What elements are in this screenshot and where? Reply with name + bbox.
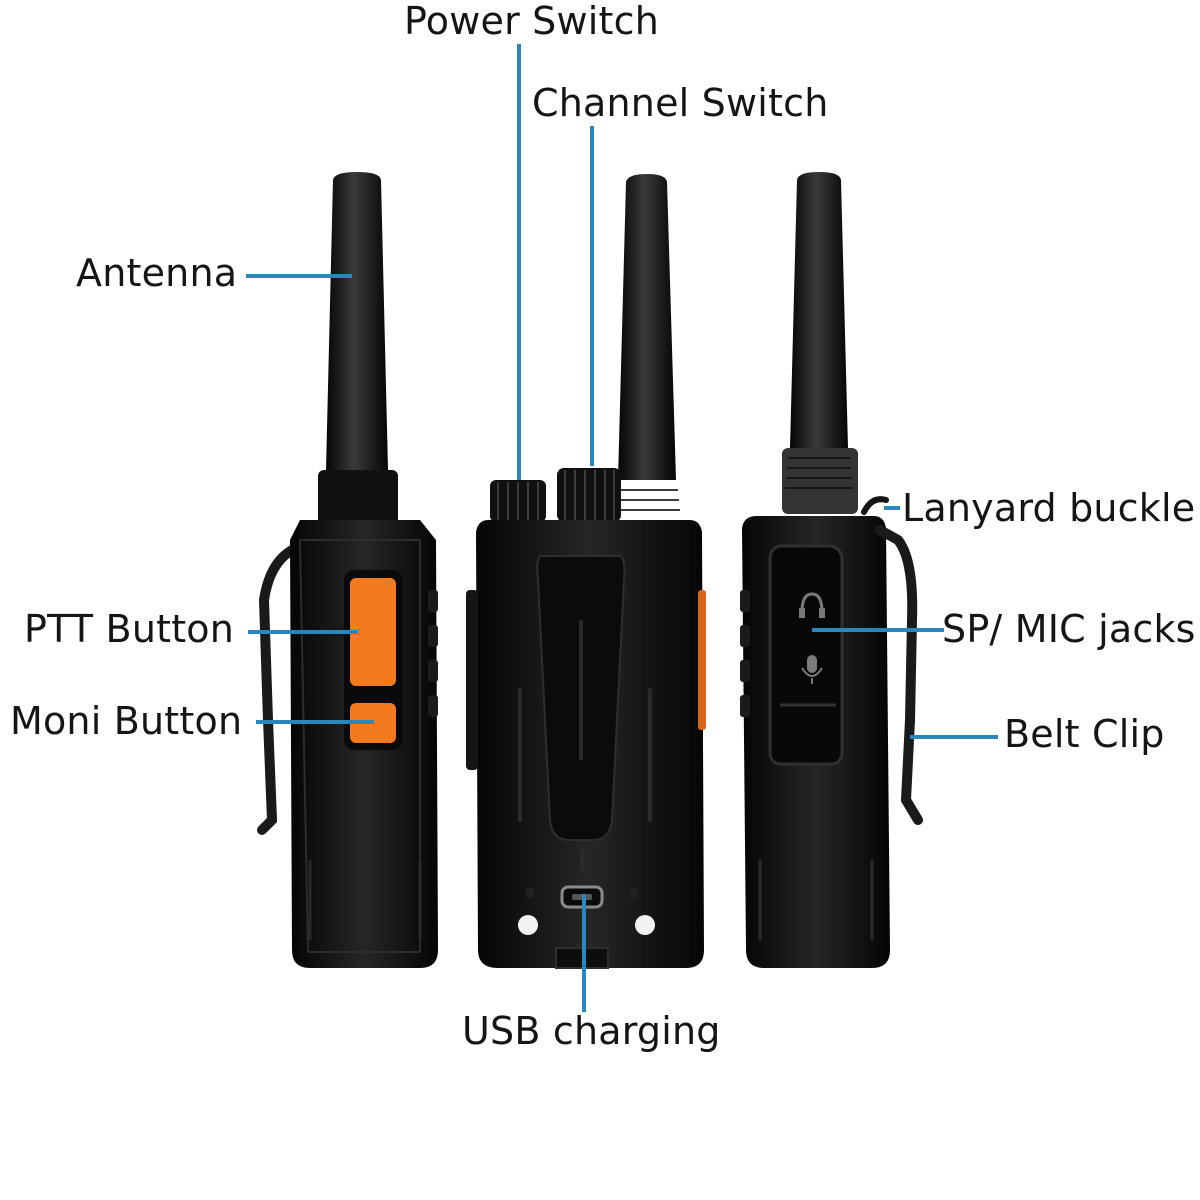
middle-radio xyxy=(466,174,706,969)
label-belt-clip: Belt Clip xyxy=(1004,712,1165,756)
right-antenna xyxy=(790,172,848,448)
leader-lines xyxy=(246,44,998,1012)
label-lanyard-buckle: Lanyard buckle xyxy=(902,486,1196,530)
middle-antenna xyxy=(618,174,676,480)
screw xyxy=(635,915,655,935)
lanyard-buckle-shape xyxy=(861,496,889,515)
label-moni-button: Moni Button xyxy=(10,699,243,743)
label-sp-mic-jacks: SP/ MIC jacks xyxy=(942,607,1196,651)
mic-icon xyxy=(807,655,817,673)
label-antenna: Antenna xyxy=(76,251,238,295)
label-usb-charging: USB charging xyxy=(462,1009,721,1053)
label-channel-switch: Channel Switch xyxy=(532,81,829,125)
screw xyxy=(518,915,538,935)
power-knob xyxy=(490,480,546,522)
label-ptt-button: PTT Button xyxy=(24,607,235,651)
antenna-base xyxy=(318,470,398,528)
side-ridges xyxy=(428,590,438,717)
right-belt-clip xyxy=(875,525,923,825)
antenna xyxy=(326,172,388,470)
left-radio xyxy=(257,172,438,968)
right-radio xyxy=(740,172,923,968)
headphone-icon xyxy=(800,592,824,613)
jack-cover xyxy=(768,544,844,766)
ptt-button xyxy=(350,578,396,686)
label-power-switch: Power Switch xyxy=(404,0,660,43)
